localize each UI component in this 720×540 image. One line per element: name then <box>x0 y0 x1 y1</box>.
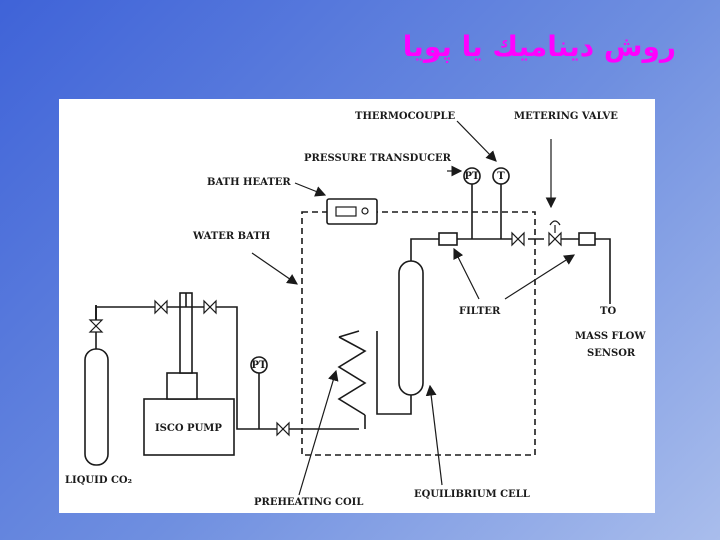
label-equilibrium-cell: EQUILIBRIUM CELL <box>414 489 530 500</box>
metering-valve <box>548 231 562 247</box>
filter-2 <box>578 232 596 246</box>
label-pressure-transducer: PRESSURE TRANSDUCER <box>304 153 452 164</box>
thermocouple-gauge: T <box>492 167 510 185</box>
label-preheating-coil: PREHEATING COIL <box>254 497 363 508</box>
valve-cylinder <box>88 319 104 333</box>
valve-outlet <box>511 231 525 247</box>
svg-text:T: T <box>497 171 505 182</box>
valve-pump-outlet <box>203 299 217 315</box>
filter-1 <box>438 232 458 246</box>
equilibrium-cell <box>398 260 424 396</box>
valve-coil-inlet <box>276 421 290 437</box>
label-thermocouple: THERMOCOUPLE <box>355 111 456 122</box>
apparatus-diagram: PT T PT THERMOCOUPLE METERING VALVE PRES… <box>65 111 646 508</box>
label-mass-flow: MASS FLOW <box>575 331 646 342</box>
valve-pump-inlet <box>154 299 168 315</box>
label-water-bath: WATER BATH <box>192 231 270 242</box>
pressure-transducer-gauge: PT <box>463 167 481 185</box>
isco-pump <box>143 292 235 456</box>
coil-to-cell-pipe <box>376 331 412 415</box>
label-metering-valve: METERING VALVE <box>514 111 618 122</box>
co2-cylinder <box>84 305 109 466</box>
leader-arrows <box>251 116 576 496</box>
water-bath-outline <box>301 211 536 456</box>
slide-title: روش دینامیك یا پویا <box>402 30 676 63</box>
svg-text:PT: PT <box>252 360 268 371</box>
label-isco-pump: ISCO PUMP <box>155 423 222 434</box>
diagram-panel: PT T PT THERMOCOUPLE METERING VALVE PRES… <box>59 99 655 513</box>
svg-text:PT: PT <box>465 171 481 182</box>
label-filter: FILTER <box>459 306 501 317</box>
metering-valve-handle <box>549 220 561 233</box>
pump-pressure-gauge: PT <box>250 356 268 374</box>
label-liquid-co2: LIQUID CO₂ <box>65 475 132 486</box>
label-sensor: SENSOR <box>587 348 636 359</box>
outlet-pipe <box>410 238 611 304</box>
preheating-coil <box>337 330 367 429</box>
label-to: TO <box>600 306 616 317</box>
bath-heater <box>326 198 378 225</box>
label-bath-heater: BATH HEATER <box>207 177 291 188</box>
